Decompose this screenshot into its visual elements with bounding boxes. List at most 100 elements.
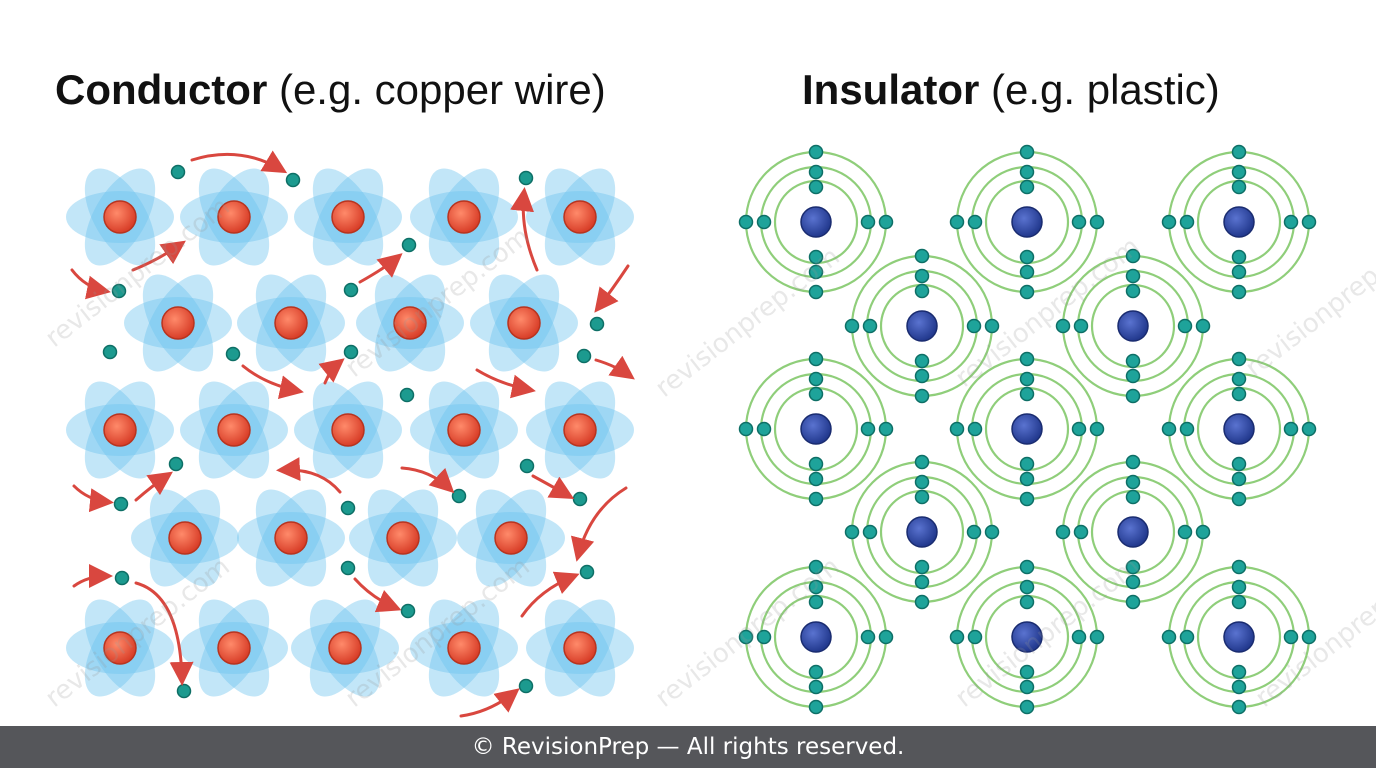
bound-electron <box>844 524 860 540</box>
bound-electron <box>967 421 983 437</box>
bound-electron <box>756 421 772 437</box>
insulator-atom <box>738 351 894 507</box>
nucleus <box>1011 621 1043 653</box>
nucleus <box>168 521 202 555</box>
free-electron <box>113 496 129 512</box>
electron-flow-arrow <box>72 484 114 513</box>
free-electron <box>343 282 359 298</box>
nucleus <box>1011 413 1043 445</box>
copper-atom <box>66 381 174 479</box>
bound-electron <box>914 248 930 264</box>
bound-electron <box>949 214 965 230</box>
free-electron <box>225 346 241 362</box>
bound-electron <box>1179 214 1195 230</box>
nucleus <box>447 200 481 234</box>
copper-atom <box>294 381 402 479</box>
nucleus <box>447 631 481 665</box>
bound-electron <box>1073 318 1089 334</box>
nucleus <box>507 306 541 340</box>
conductor-lattice <box>66 150 635 718</box>
bound-electron <box>1071 421 1087 437</box>
nucleus <box>1117 516 1149 548</box>
bound-electron <box>1125 268 1141 284</box>
free-electron <box>102 344 118 360</box>
free-electron <box>340 500 356 516</box>
bound-electron <box>1177 318 1193 334</box>
bound-electron <box>1019 371 1035 387</box>
bound-electron <box>984 318 1000 334</box>
bound-electron <box>738 421 754 437</box>
bound-electron <box>949 421 965 437</box>
insulator-atom <box>1055 454 1211 610</box>
bound-electron <box>1283 214 1299 230</box>
bound-electron <box>1019 249 1035 265</box>
bound-electron <box>862 524 878 540</box>
bound-electron <box>808 579 824 595</box>
nucleus <box>800 621 832 653</box>
bound-electron <box>1231 471 1247 487</box>
nucleus <box>103 631 137 665</box>
bound-electron <box>1071 629 1087 645</box>
bound-electron <box>756 629 772 645</box>
bound-electron <box>914 559 930 575</box>
bound-electron <box>808 249 824 265</box>
nucleus <box>386 521 420 555</box>
conductor-title-bold: Conductor <box>55 66 268 113</box>
copper-atom <box>291 599 399 697</box>
bound-electron <box>914 454 930 470</box>
bound-electron <box>1231 371 1247 387</box>
bound-electron <box>1231 264 1247 280</box>
nucleus <box>800 206 832 238</box>
copper-atom <box>294 168 402 266</box>
bound-electron <box>1125 368 1141 384</box>
bound-electron <box>1161 629 1177 645</box>
bound-electron <box>756 214 772 230</box>
bound-electron <box>1177 524 1193 540</box>
electron-flow-arrow <box>570 486 628 562</box>
bound-electron <box>949 629 965 645</box>
bound-electron <box>1019 664 1035 680</box>
nucleus <box>1117 310 1149 342</box>
nucleus <box>563 200 597 234</box>
bound-electron <box>1231 664 1247 680</box>
electron-flow-arrow <box>594 355 635 380</box>
bound-electron <box>914 574 930 590</box>
free-electron <box>518 678 534 694</box>
bound-electron <box>808 699 824 715</box>
copper-atom <box>526 599 634 697</box>
bound-electron <box>860 629 876 645</box>
copper-atom <box>131 489 239 587</box>
free-electron <box>451 488 467 504</box>
bound-electron <box>966 524 982 540</box>
bound-electron <box>1125 574 1141 590</box>
bound-electron <box>808 144 824 160</box>
bound-electron <box>1019 471 1035 487</box>
nucleus <box>1223 621 1255 653</box>
bound-electron <box>1231 559 1247 575</box>
bound-electron <box>860 421 876 437</box>
nucleus <box>217 413 251 447</box>
bound-electron <box>967 214 983 230</box>
electron-flow-arrow <box>520 571 580 618</box>
bound-electron <box>966 318 982 334</box>
nucleus <box>1011 206 1043 238</box>
electron-flow-arrow <box>475 368 536 399</box>
free-electron <box>168 456 184 472</box>
bound-electron <box>1231 594 1247 610</box>
copyright-footer: © RevisionPrep — All rights reserved. <box>0 726 1376 768</box>
bound-electron <box>1125 283 1141 299</box>
copper-atom <box>526 168 634 266</box>
free-electron <box>400 603 416 619</box>
insulator-atom <box>1161 351 1317 507</box>
nucleus <box>103 200 137 234</box>
free-electron <box>519 458 535 474</box>
bound-electron <box>1019 164 1035 180</box>
electron-flow-arrow <box>510 187 539 272</box>
bound-electron <box>1089 421 1105 437</box>
bound-electron <box>808 471 824 487</box>
bound-electron <box>1283 421 1299 437</box>
bound-electron <box>1179 629 1195 645</box>
free-electron <box>589 316 605 332</box>
bound-electron <box>860 214 876 230</box>
electron-flow-arrow <box>459 688 520 718</box>
